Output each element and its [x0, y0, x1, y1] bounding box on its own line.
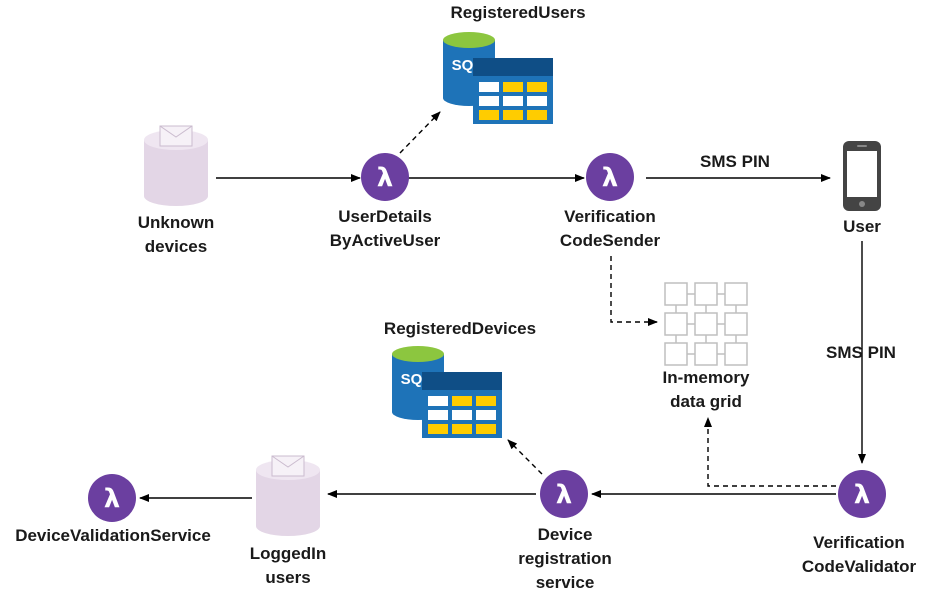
loggedin-users-queue-icon [256, 455, 320, 536]
arrow-userdetails-to-registeredusers [399, 111, 441, 154]
verification-sender-label-line1: Verification [564, 207, 656, 226]
data-grid-label-line2: data grid [670, 392, 742, 411]
device-registration-label-line1: Device [537, 525, 593, 544]
userdetails-label-line2: ByActiveUser [329, 231, 441, 250]
verification-validator-label-line2: CodeValidator [801, 557, 917, 576]
device-validation-lambda-icon: λ [88, 474, 136, 522]
userdetails-lambda-icon: λ [361, 153, 409, 201]
verification-validator-label: Verification CodeValidator [790, 531, 928, 579]
registered-devices-sql-icon: SQL [392, 346, 502, 438]
sms-pin-top-label: SMS PIN [700, 152, 770, 171]
svg-text:λ: λ [104, 484, 120, 514]
unknown-devices-label-line2: devices [144, 237, 208, 256]
registered-users-label: RegisteredUsers [450, 3, 586, 22]
device-registration-label: Device registration service [500, 523, 630, 595]
registered-users-sql-icon: SQL [443, 32, 553, 124]
user-label: User [843, 217, 881, 236]
user-phone-icon [843, 141, 881, 211]
device-validation-service-label: DeviceValidationService [15, 526, 211, 545]
arrow-sender-to-datagrid [610, 256, 658, 326]
loggedin-users-label: LoggedIn users [226, 542, 350, 590]
svg-text:λ: λ [377, 163, 393, 193]
device-registration-lambda-icon: λ [540, 470, 588, 518]
registered-devices-label: RegisteredDevices [383, 319, 537, 338]
arrow-validator-to-datagrid [704, 417, 836, 487]
userdetails-label: UserDetails ByActiveUser [305, 205, 465, 253]
data-grid-icon [664, 282, 748, 366]
unknown-devices-label: Unknown devices [106, 211, 246, 259]
data-grid-label-line1: In-memory [662, 368, 750, 387]
unknown-devices-queue-icon [144, 125, 208, 206]
loggedin-users-label-line2: users [265, 568, 311, 587]
verification-sender-label: Verification CodeSender [540, 205, 680, 253]
device-registration-label-line2: registration [518, 549, 612, 568]
userdetails-label-line1: UserDetails [338, 207, 432, 226]
sms-pin-right-label: SMS PIN [826, 343, 896, 362]
verification-validator-label-line1: Verification [813, 533, 905, 552]
svg-text:λ: λ [854, 480, 870, 510]
verification-sender-lambda-icon: λ [586, 153, 634, 201]
svg-text:λ: λ [556, 480, 572, 510]
unknown-devices-label-line1: Unknown [137, 213, 215, 232]
svg-text:λ: λ [602, 163, 618, 193]
loggedin-users-label-line1: LoggedIn [249, 544, 327, 563]
verification-sender-label-line2: CodeSender [559, 231, 661, 250]
verification-validator-lambda-icon: λ [838, 470, 886, 518]
data-grid-label: In-memory data grid [636, 366, 776, 414]
arrow-registration-to-registereddevices [507, 439, 543, 475]
device-registration-label-line3: service [535, 573, 595, 592]
